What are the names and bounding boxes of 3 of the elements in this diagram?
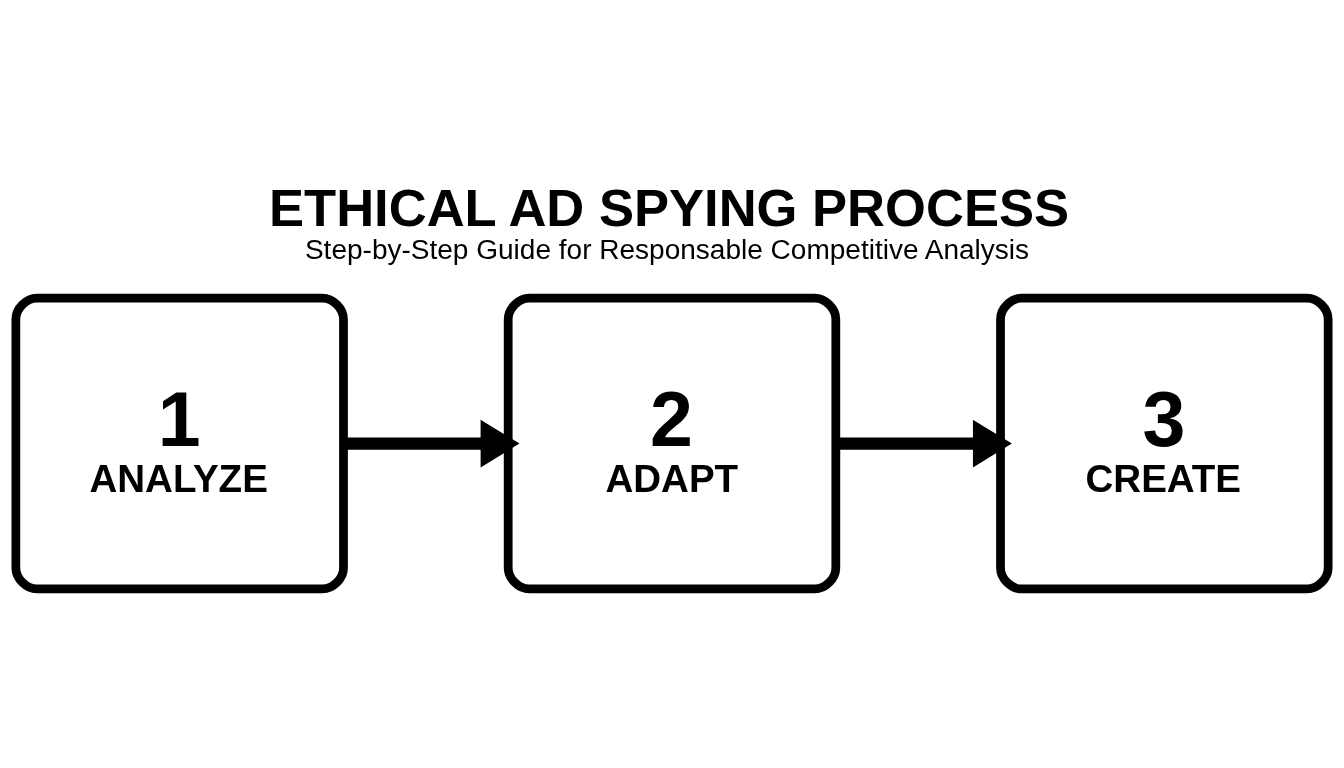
- node-box: 2 ADAPT: [503, 293, 841, 594]
- node-box: 1 ANALYZE: [11, 293, 348, 594]
- node-box: 3 CREATE: [996, 293, 1333, 594]
